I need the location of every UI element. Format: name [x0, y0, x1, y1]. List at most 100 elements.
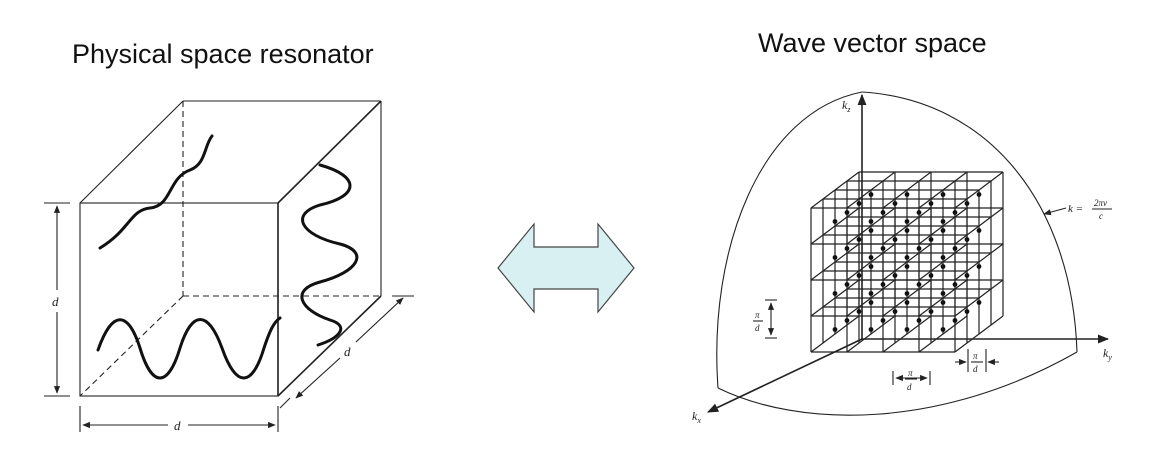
k-point: [868, 300, 874, 305]
kx-axis-label: kx: [692, 409, 701, 425]
k-point: [940, 327, 946, 332]
k-point: [880, 210, 886, 215]
k-point: [856, 237, 862, 242]
k-point: [928, 237, 934, 242]
lattice-line: [846, 243, 896, 281]
k-point: [952, 246, 958, 251]
k-point: [832, 327, 838, 332]
cube-bottom-right-depth-edge: [277, 295, 382, 397]
k-point: [916, 246, 922, 251]
k-point: [916, 318, 922, 323]
k-point: [940, 255, 946, 260]
lattice-line: [918, 207, 968, 245]
sphere-outline-left: [716, 91, 863, 389]
lattice-line: [882, 207, 932, 245]
lattice-line: [954, 279, 1004, 317]
lattice-line: [954, 207, 1004, 245]
lattice-line: [918, 279, 968, 317]
depth-dim-arrow-back: [355, 297, 404, 343]
k-point: [964, 309, 970, 314]
sphere-label-leader: [1043, 207, 1067, 216]
k-point: [952, 210, 958, 215]
k-point: [880, 282, 886, 287]
lattice-line: [918, 171, 968, 209]
lattice-line: [846, 171, 896, 209]
lattice-line: [882, 279, 932, 317]
k-point: [856, 201, 862, 206]
k-point: [868, 255, 874, 260]
k-point: [952, 318, 958, 323]
k-point: [904, 300, 910, 305]
lattice-line: [882, 243, 932, 281]
k-point: [928, 273, 934, 278]
k-point: [856, 273, 862, 278]
k-point: [940, 228, 946, 233]
lattice-line: [918, 315, 968, 353]
k-point: [892, 273, 898, 278]
k-point: [928, 309, 934, 314]
bidirectional-arrow-icon: [497, 222, 635, 314]
k-point: [904, 264, 910, 269]
k-point: [868, 192, 874, 197]
k-point: [904, 327, 910, 332]
k-lattice-grid: [810, 171, 1004, 353]
k-point: [880, 318, 886, 323]
k-point: [832, 255, 838, 260]
k-point: [856, 309, 862, 314]
k-point: [832, 219, 838, 224]
wave-top-face: [98, 134, 214, 250]
k-point: [940, 291, 946, 296]
k-point: [904, 219, 910, 224]
k-point: [892, 309, 898, 314]
k-point: [904, 192, 910, 197]
wave-front-face: [96, 316, 282, 380]
lattice-line: [882, 315, 932, 353]
sphere-outline-right: [861, 91, 1078, 353]
k-point: [892, 201, 898, 206]
k-point: [844, 282, 850, 287]
k-point: [976, 228, 982, 233]
lattice-line: [810, 171, 860, 209]
k-point: [868, 228, 874, 233]
kz-axis-label: kz: [842, 98, 851, 114]
sphere-outline-bottom: [717, 351, 1078, 416]
lattice-line: [846, 315, 896, 353]
k-point: [916, 282, 922, 287]
k-point: [976, 264, 982, 269]
sphere-radius-denominator: c: [1099, 211, 1103, 221]
lattice-line: [882, 171, 932, 209]
k-point: [916, 210, 922, 215]
wave-side-face: [300, 163, 359, 347]
k-point: [964, 237, 970, 242]
lattice-line: [954, 315, 1004, 353]
k-point: [868, 291, 874, 296]
cube-top-right-depth-edge: [277, 100, 382, 204]
ky-axis-label: ky: [1103, 346, 1112, 362]
z-spacing-denominator: d: [755, 323, 760, 333]
lattice-line: [918, 243, 968, 281]
y-spacing-numerator: π: [973, 351, 978, 361]
lattice-line: [954, 171, 1004, 209]
y-spacing-denominator: d: [973, 364, 978, 374]
lattice-line: [810, 279, 860, 317]
width-dim-label: d: [174, 418, 181, 433]
k-point: [892, 237, 898, 242]
k-point: [940, 219, 946, 224]
k-point: [940, 192, 946, 197]
left-title: Physical space resonator: [72, 39, 374, 69]
x-spacing-numerator: π: [908, 368, 913, 378]
right-title: Wave vector space: [758, 28, 987, 58]
height-dim-label: d: [52, 294, 59, 309]
depth-dim-tick-front: [279, 397, 291, 409]
cube-hidden-depth-edge: [79, 295, 184, 397]
lattice-line: [810, 207, 860, 245]
k-point: [880, 246, 886, 251]
cube-top-left-depth-edge: [79, 100, 184, 204]
k-point: [904, 291, 910, 296]
z-spacing-numerator: π: [755, 310, 760, 320]
k-point: [844, 210, 850, 215]
lattice-line: [954, 243, 1004, 281]
k-point: [868, 264, 874, 269]
k-point: [952, 282, 958, 287]
